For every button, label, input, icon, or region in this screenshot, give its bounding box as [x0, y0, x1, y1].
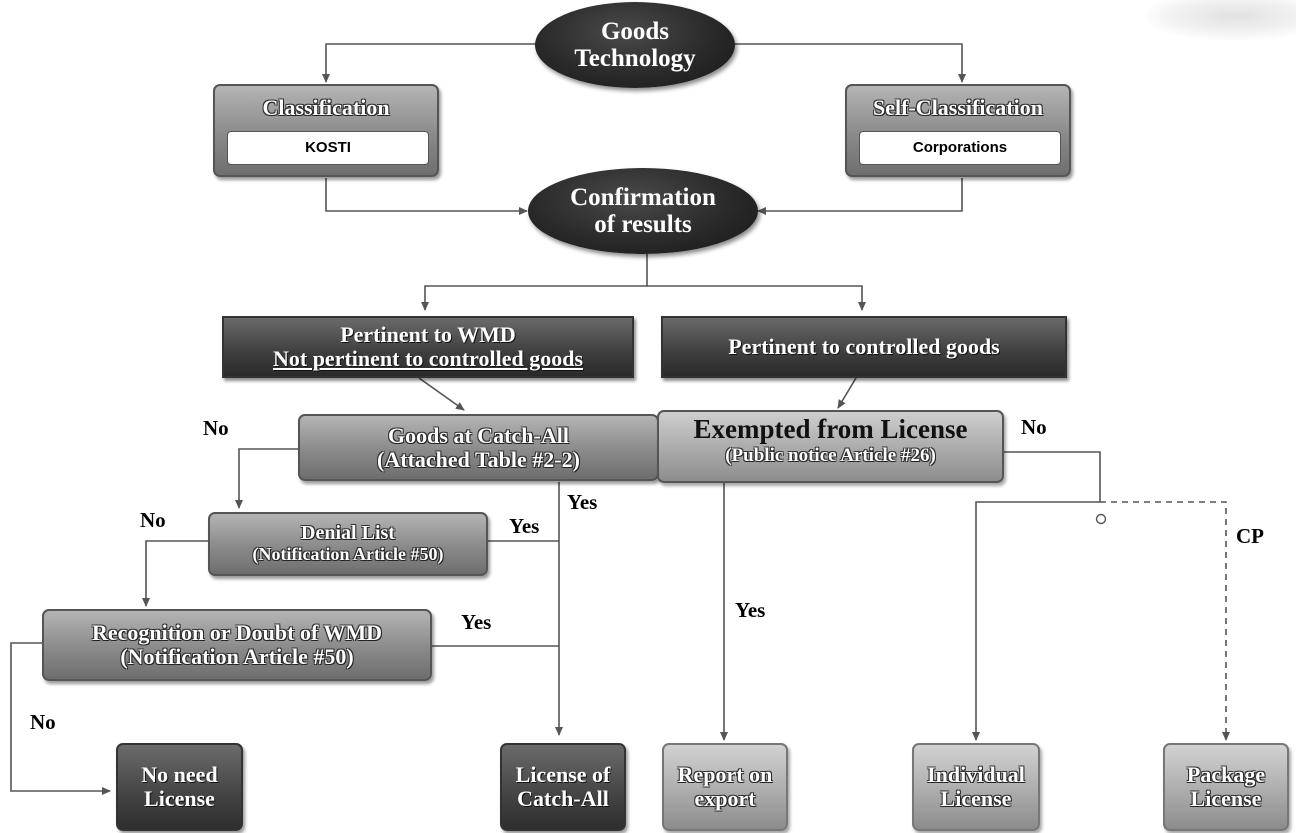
- exempted-node: Exempted from License (Public notice Art…: [657, 410, 1004, 483]
- classification-node: Classification KOSTI: [213, 84, 439, 177]
- label-no-recognition: No: [30, 710, 56, 734]
- goods-line2: Technology: [574, 45, 696, 72]
- cp-junction-circle: [1095, 513, 1107, 525]
- report-line2: export: [694, 786, 756, 811]
- edge-goods-selfclass: [733, 43, 966, 83]
- no-need-line1: No need: [141, 762, 218, 788]
- exempted-line2: (Public notice Article #26): [725, 445, 936, 466]
- self-classification-node: Self-Classification Corporations: [845, 84, 1071, 177]
- pertinent-wmd-line2: Not pertinent to controlled goods: [272, 346, 584, 371]
- edge-recognition-noneed: [10, 642, 111, 795]
- no-need-line2: License: [144, 786, 215, 811]
- denial-line2: (Notification Article #50): [252, 544, 444, 565]
- goods-technology-node: Goods Technology: [535, 2, 735, 88]
- corporations-label: Corporations: [859, 131, 1061, 165]
- world-map-watermark: [1146, 0, 1296, 40]
- edge-cp-dashed: [1100, 501, 1230, 741]
- no-need-license-node: No need License: [116, 743, 243, 831]
- edge-catchall-denial: [235, 448, 298, 509]
- label-no-exempted: No: [1021, 415, 1047, 439]
- edge-confirmation-split: [421, 251, 648, 311]
- label-no-denial: No: [140, 508, 166, 532]
- label-yes-recognition: Yes: [461, 610, 492, 634]
- confirmation-line2: of results: [594, 211, 692, 238]
- edge-goods-classification: [322, 43, 536, 83]
- pertinent-controlled-node: Pertinent to controlled goods: [661, 316, 1067, 378]
- recognition-line1: Recognition or Doubt of WMD: [91, 620, 383, 646]
- package-line2: License: [1190, 786, 1262, 811]
- package-license-node: Package License: [1163, 743, 1289, 831]
- label-cp: CP: [1236, 524, 1264, 548]
- edge-exempted-no: [972, 451, 1101, 741]
- pertinent-controlled-line1: Pertinent to controlled goods: [728, 334, 1000, 360]
- license-catch-all-line2: Catch-All: [517, 786, 609, 811]
- individual-license-node: Individual License: [912, 743, 1040, 831]
- recognition-line2: (Notification Article #50): [120, 644, 354, 669]
- report-line1: Report on: [677, 762, 773, 788]
- self-classification-title: Self-Classification: [873, 95, 1043, 120]
- denial-list-node: Denial List (Notification Article #50): [208, 512, 488, 576]
- catch-all-node: Goods at Catch-All (Attached Table #2-2): [298, 414, 659, 481]
- package-line1: Package: [1186, 762, 1266, 788]
- edge-denial-recognition: [142, 540, 208, 607]
- individual-line1: Individual: [927, 762, 1025, 788]
- report-export-node: Report on export: [662, 743, 788, 831]
- recognition-node: Recognition or Doubt of WMD (Notificatio…: [42, 609, 432, 681]
- confirmation-line1: Confirmation: [570, 184, 716, 211]
- catch-all-line2: (Attached Table #2-2): [377, 446, 580, 472]
- exempted-line1: Exempted from License: [693, 414, 968, 444]
- catch-all-line1: Goods at Catch-All: [388, 422, 569, 448]
- edge-classification-confirmation: [325, 178, 528, 215]
- label-no-catch-all: No: [203, 416, 229, 440]
- confirmation-node: Confirmation of results: [528, 168, 758, 254]
- label-yes-exempted: Yes: [735, 598, 766, 622]
- edge-selfclass-confirmation: [757, 178, 963, 215]
- goods-line1: Goods: [600, 18, 670, 45]
- edge-confirmation-split-right: [647, 285, 866, 311]
- kosti-label: KOSTI: [227, 131, 429, 165]
- edge-wmd-catchall: [418, 377, 465, 411]
- individual-line2: License: [940, 786, 1012, 811]
- label-yes-catch-all: Yes: [567, 490, 598, 514]
- edge-controlled-exempted: [837, 377, 857, 409]
- license-catch-all-node: License of Catch-All: [500, 743, 626, 831]
- label-yes-denial: Yes: [509, 514, 540, 538]
- license-catch-all-line1: License of: [515, 762, 611, 788]
- pertinent-wmd-line1: Pertinent to WMD: [340, 322, 516, 348]
- denial-line1: Denial List: [301, 522, 395, 545]
- pertinent-wmd-node: Pertinent to WMD Not pertinent to contro…: [222, 316, 634, 378]
- classification-title: Classification: [262, 95, 390, 120]
